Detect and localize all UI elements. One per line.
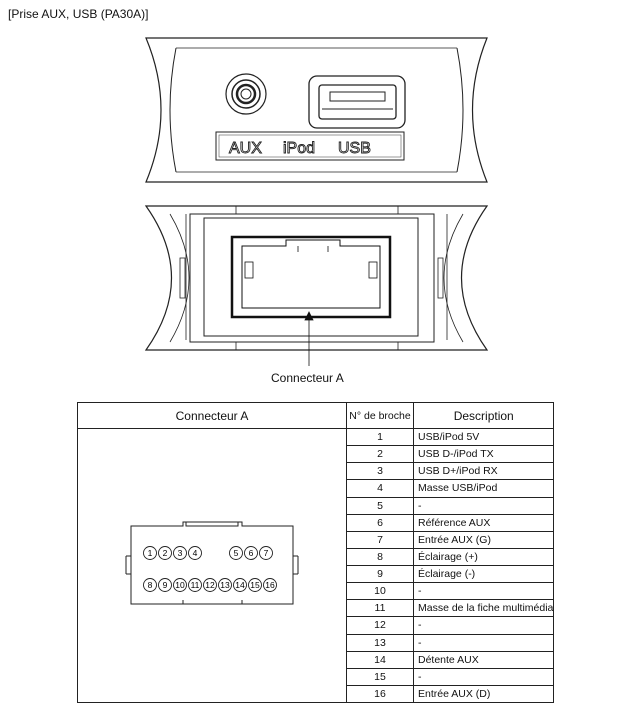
pin-description-cell: Masse USB/iPod: [412, 479, 555, 498]
rear-view: [144, 205, 489, 351]
connector-caption: Connecteur A: [271, 371, 344, 385]
pin-label: 11: [191, 580, 200, 590]
pin-label: 16: [265, 580, 275, 590]
label-strip: AUX iPod USB: [215, 131, 405, 161]
pin-circle: [143, 578, 157, 592]
pin-circle: [218, 578, 232, 592]
pin-circle: [263, 578, 277, 592]
pin-label: 5: [234, 548, 239, 558]
pin-label: 10: [175, 580, 185, 590]
pin-number-cell: 11: [346, 599, 414, 618]
pin-circle: [188, 578, 202, 592]
pin-description-cell: Masse de la fiche multimédia: [412, 599, 555, 618]
pin-number-cell: 7: [346, 530, 414, 549]
pin-description-cell: Entrée AUX (D): [412, 684, 555, 704]
pin-description-cell: Référence AUX: [412, 513, 555, 532]
pin-label: 13: [220, 580, 230, 590]
pin-description-cell: -: [412, 667, 555, 686]
pin-label: 7: [264, 548, 269, 558]
pin-circle: [229, 546, 243, 560]
pin-description-cell: -: [412, 633, 555, 652]
pin-description-cell: -: [412, 582, 555, 601]
pin-number-cell: 2: [346, 445, 414, 464]
pin-circle: [173, 546, 187, 560]
pin-circle: [158, 546, 172, 560]
connector-pointer: [304, 311, 314, 366]
pin-description-cell: USB/iPod 5V: [412, 427, 555, 447]
aux-label: AUX: [229, 140, 262, 157]
header-connector: Connecteur A: [77, 402, 347, 429]
pin-circle: [173, 578, 187, 592]
usb-label: USB: [338, 140, 371, 157]
aux-jack-icon: [225, 73, 267, 115]
pin-description-cell: Entrée AUX (G): [412, 530, 555, 549]
pin-number-cell: 10: [346, 582, 414, 601]
pin-description-cell: -: [412, 616, 555, 635]
header-pin: N° de broche: [346, 402, 414, 429]
pin-number-cell: 4: [346, 479, 414, 498]
pin-number-cell: 3: [346, 462, 414, 481]
pin-label: 1: [148, 548, 153, 558]
pin-circle: [188, 546, 202, 560]
pin-circle: [248, 578, 262, 592]
pin-label: 8: [148, 580, 153, 590]
jack-illustration: AUX iPod USB: [144, 37, 489, 366]
pin-label: 4: [193, 548, 198, 558]
pin-number-cell: 6: [346, 513, 414, 532]
pin-number-cell: 1: [346, 427, 414, 447]
pin-description-cell: USB D+/iPod RX: [412, 462, 555, 481]
pin-label: 14: [235, 580, 245, 590]
usb-port-icon: [308, 75, 406, 129]
table-header-row: Connecteur A N° de broche Description: [77, 402, 555, 429]
pin-number-cell: 8: [346, 547, 414, 567]
pin-description-cell: Éclairage (+): [412, 547, 555, 567]
pin-description-cell: -: [412, 496, 555, 515]
ipod-label: iPod: [283, 140, 315, 157]
pin-circle: [244, 546, 258, 560]
pin-circle: [259, 546, 273, 560]
pin-number-cell: 15: [346, 667, 414, 686]
pin-label: 9: [163, 580, 168, 590]
page-title: [Prise AUX, USB (PA30A)]: [8, 7, 149, 21]
pin-number-cell: 5: [346, 496, 414, 515]
pin-number-cell: 9: [346, 564, 414, 584]
pin-label: 3: [178, 548, 183, 558]
header-description: Description: [412, 402, 555, 429]
pin-label: 2: [163, 548, 168, 558]
pin-number-cell: 13: [346, 633, 414, 652]
pin-number-cell: 14: [346, 650, 414, 669]
pin-number-cell: 12: [346, 616, 414, 635]
pin-label: 15: [250, 580, 260, 590]
pin-circle: [233, 578, 247, 592]
pin-circle: [143, 546, 157, 560]
pin-circle: [203, 578, 217, 592]
pin-description-cell: Éclairage (-): [412, 564, 555, 584]
pin-description-cell: Détente AUX: [412, 650, 555, 669]
pin-number-cell: 16: [346, 684, 414, 704]
pin-description-cell: USB D-/iPod TX: [412, 445, 555, 464]
pin-label: 12: [205, 580, 215, 590]
pin-circle: [158, 578, 172, 592]
pin-label: 6: [249, 548, 254, 558]
